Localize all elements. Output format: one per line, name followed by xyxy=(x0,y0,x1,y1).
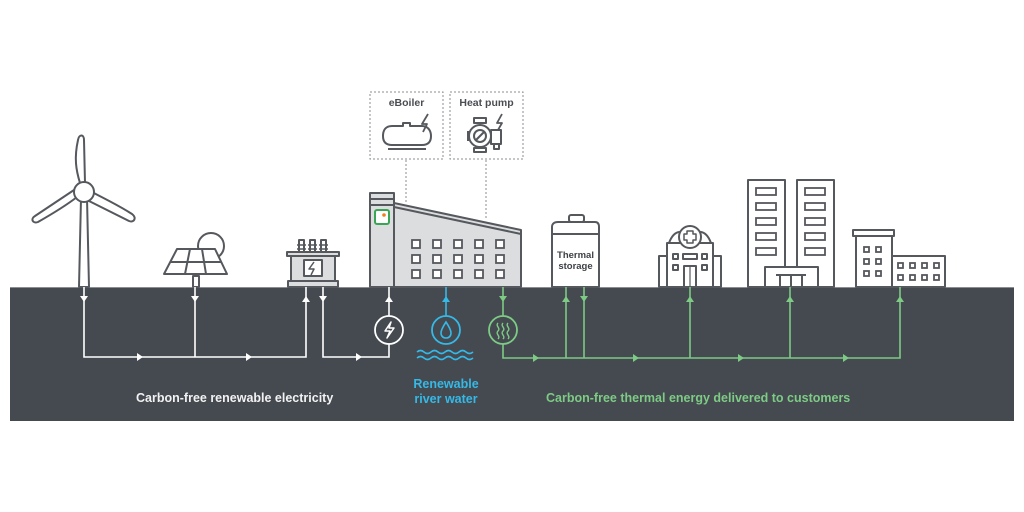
window xyxy=(875,270,882,277)
arrow-right-icon xyxy=(533,354,539,362)
window xyxy=(432,269,442,279)
arrow-right-icon xyxy=(843,354,849,362)
window xyxy=(411,239,421,249)
water-caption-line2: river water xyxy=(414,392,478,406)
arrow-right-icon xyxy=(137,353,143,361)
lightning-icon xyxy=(374,315,404,345)
transformer-icon xyxy=(286,239,340,288)
thermal-flow-arrows xyxy=(499,296,904,362)
arrow-up-icon xyxy=(385,296,393,302)
thermal-storage-icon xyxy=(551,214,600,288)
arrow-up-icon xyxy=(896,296,904,302)
window xyxy=(897,262,904,269)
window xyxy=(897,274,904,281)
arrow-up-icon xyxy=(686,296,694,302)
window xyxy=(863,246,870,253)
thermal-storage-line2: storage xyxy=(558,261,593,272)
window xyxy=(804,202,826,211)
window xyxy=(755,187,777,196)
arrow-right-icon xyxy=(738,354,744,362)
arrow-down-icon xyxy=(80,296,88,302)
window xyxy=(804,187,826,196)
window xyxy=(804,247,826,256)
heat-pump-icon xyxy=(467,113,503,153)
plant-windows xyxy=(411,239,505,279)
window xyxy=(875,258,882,265)
window xyxy=(804,232,826,241)
arrow-up-icon xyxy=(786,296,794,302)
window xyxy=(453,269,463,279)
eboiler-icon xyxy=(382,113,432,150)
water-caption: Renewable river water xyxy=(396,377,496,407)
arrow-down-icon xyxy=(319,296,327,302)
ground-band xyxy=(10,287,1014,421)
window xyxy=(411,269,421,279)
window xyxy=(933,262,940,269)
window xyxy=(804,217,826,226)
thermal-storage-line1: Thermal xyxy=(557,250,594,261)
window xyxy=(755,247,777,256)
heat-pump-label: Heat pump xyxy=(459,97,514,109)
window xyxy=(453,239,463,249)
window xyxy=(755,202,777,211)
arrow-right-icon xyxy=(246,353,252,361)
window xyxy=(909,262,916,269)
thermal-caption: Carbon-free thermal energy delivered to … xyxy=(546,391,851,405)
arrow-up-icon xyxy=(562,296,570,302)
window xyxy=(909,274,916,281)
window xyxy=(453,254,463,264)
window xyxy=(495,269,505,279)
water-caption-line1: Renewable xyxy=(413,377,479,391)
electricity-caption: Carbon-free renewable electricity xyxy=(136,391,334,405)
electric-flow-arrows xyxy=(80,296,393,361)
arrow-down-icon xyxy=(191,296,199,302)
window xyxy=(411,254,421,264)
eboiler-label: eBoiler xyxy=(388,97,425,109)
arrow-down-icon xyxy=(499,296,507,302)
window xyxy=(495,254,505,264)
arrow-up-icon xyxy=(302,296,310,302)
water-waves-icon xyxy=(416,349,474,361)
window xyxy=(863,270,870,277)
window xyxy=(495,239,505,249)
heat-pump-box xyxy=(449,91,524,160)
arrow-right-icon xyxy=(633,354,639,362)
solar-panel-icon xyxy=(163,232,228,288)
window xyxy=(755,217,777,226)
window xyxy=(474,254,484,264)
water-flow xyxy=(416,287,474,361)
arrow-up-icon xyxy=(442,296,450,302)
window xyxy=(432,239,442,249)
tower-windows xyxy=(755,187,826,256)
apartment-windows xyxy=(863,246,940,281)
window xyxy=(921,262,928,269)
thermal-storage-label: Thermal storage xyxy=(552,250,599,272)
arrow-right-icon xyxy=(356,353,362,361)
window xyxy=(474,239,484,249)
window xyxy=(474,269,484,279)
window xyxy=(933,274,940,281)
wind-turbine-icon xyxy=(31,134,136,288)
window xyxy=(432,254,442,264)
window xyxy=(755,232,777,241)
water-drop-icon xyxy=(440,320,452,339)
heat-waves-icon xyxy=(488,315,518,345)
window xyxy=(863,258,870,265)
hospital-icon xyxy=(658,225,722,288)
arrow-down-icon xyxy=(580,296,588,302)
apartment-buildings-icon xyxy=(852,229,946,288)
window xyxy=(921,274,928,281)
window xyxy=(875,246,882,253)
status-indicator xyxy=(374,209,390,225)
